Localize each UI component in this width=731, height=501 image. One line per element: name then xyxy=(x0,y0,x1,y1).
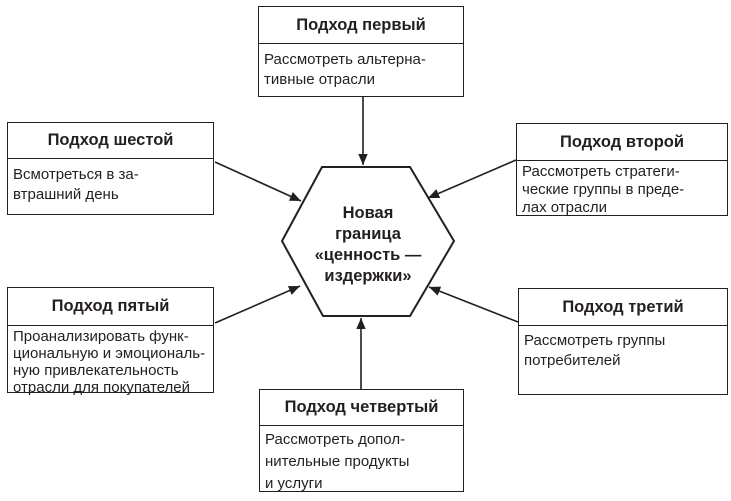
approach-box-3-title: Подход третий xyxy=(519,289,727,326)
approach-box-6: Подход шестой Всмотреться в за- втрашний… xyxy=(7,122,214,215)
approach-box-5-title: Подход пятый xyxy=(8,288,213,326)
approach-box-2: Подход второй Рассмотреть стратеги- ческ… xyxy=(516,123,728,216)
approach-box-4-body: Рассмотреть допол- нительные продукты и … xyxy=(265,431,410,492)
approach-box-1-body: Рассмотреть альтерна- тивные отрасли xyxy=(264,51,426,88)
approach-box-5-body: Проанализировать функ- циональную и эмоц… xyxy=(13,328,206,396)
arrow-from-approach-6 xyxy=(214,161,302,202)
arrow-from-approach-3 xyxy=(428,286,519,323)
approach-box-5: Подход пятый Проанализировать функ- цион… xyxy=(7,287,214,396)
approach-box-6-body: Всмотреться в за- втрашний день xyxy=(13,166,139,203)
approach-box-2-body: Рассмотреть стратеги- ческие группы в пр… xyxy=(522,163,685,216)
hexagon-shape xyxy=(280,166,456,317)
approach-box-6-title: Подход шестой xyxy=(8,123,213,159)
arrow-from-approach-5 xyxy=(214,285,301,324)
arrow-from-approach-2 xyxy=(427,159,517,199)
approach-box-4-title: Подход четвертый xyxy=(260,390,463,426)
approach-box-1: Подход первый Рассмотреть альтерна- тивн… xyxy=(258,6,464,97)
approach-box-2-title: Подход второй xyxy=(517,124,727,161)
approach-box-4: Подход четвертый Рассмотреть допол- ните… xyxy=(259,389,464,492)
approach-box-3-body: Рассмотреть группы потребителей xyxy=(524,332,666,369)
approach-box-1-title: Подход первый xyxy=(259,7,463,44)
approach-box-3: Подход третий Рассмотреть группы потреби… xyxy=(518,288,728,395)
hexagon-label: Новая граница «ценность — издержки» xyxy=(314,204,422,285)
